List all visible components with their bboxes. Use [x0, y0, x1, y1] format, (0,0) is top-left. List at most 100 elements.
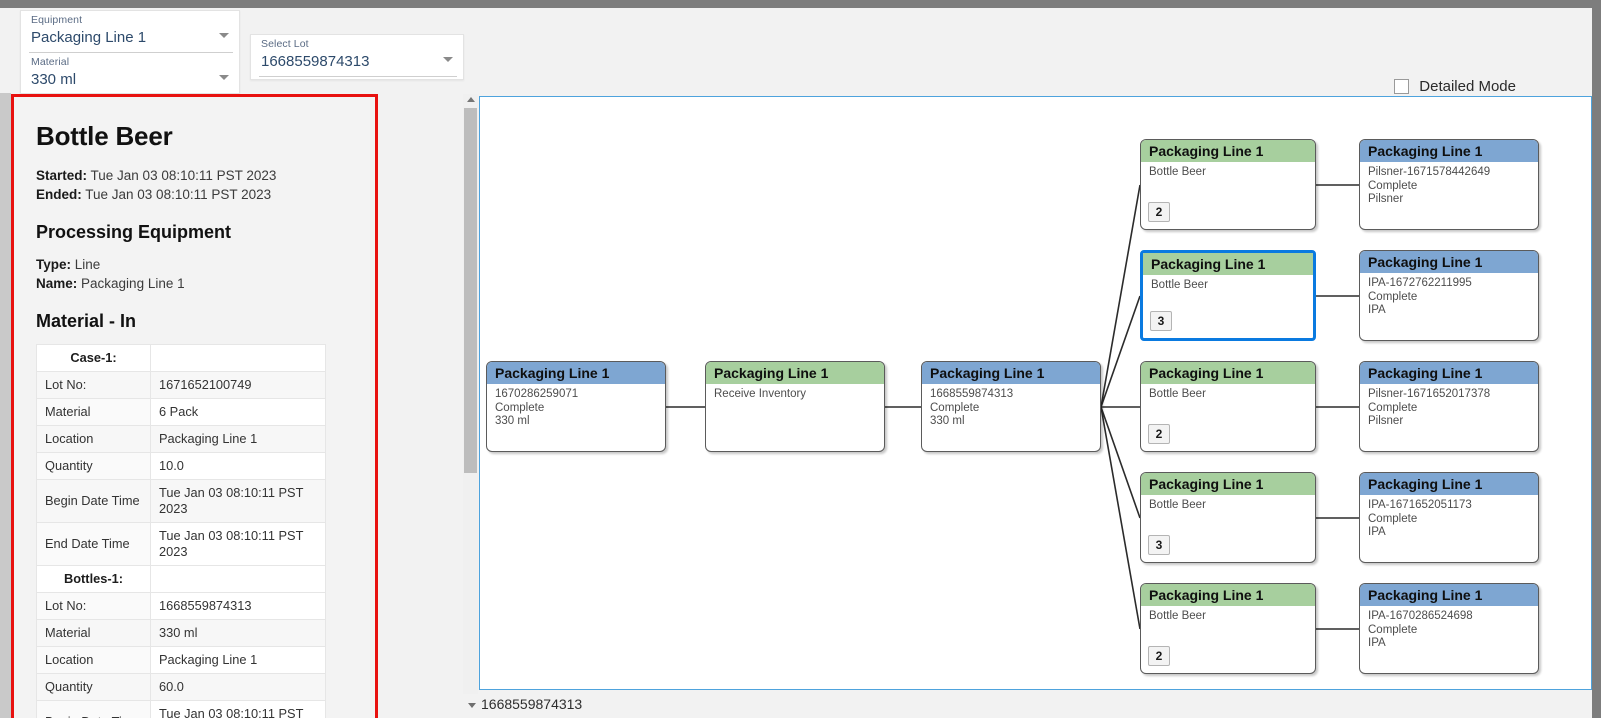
selector-toolbar: Equipment Packaging Line 1 Material 330 …: [10, 8, 1592, 95]
lot-detail-panel: Bottle Beer Started: Tue Jan 03 08:10:11…: [11, 94, 378, 718]
row-value: Tue Jan 03 08:10:11 PST 2023: [150, 700, 326, 718]
genealogy-diagram-canvas[interactable]: Packaging Line 1 1670286259071 Complete 3…: [479, 96, 1592, 690]
node-body-text: Bottle Beer: [1149, 388, 1206, 400]
node-body-text: Bottle Beer: [1151, 279, 1208, 291]
node-body-text: 1668559874313 Complete 330 ml: [930, 388, 1014, 427]
type-row: Type: Line: [36, 255, 357, 274]
lot-detail-content: Bottle Beer Started: Tue Jan 03 08:10:11…: [14, 97, 375, 718]
node-count-badge[interactable]: 3: [1148, 535, 1170, 555]
select-lot-value: 1668559874313: [261, 53, 370, 70]
status-bar: 1668559874313: [463, 694, 1592, 718]
equipment-material-card: Equipment Packaging Line 1 Material 330 …: [20, 10, 240, 95]
row-value: 1671652100749: [150, 371, 326, 399]
left-panel-scrollbar[interactable]: [0, 93, 11, 718]
table-group-row: Bottles-1:: [36, 565, 326, 593]
field-underline: [259, 76, 457, 77]
diagram-vertical-scrollbar[interactable]: [463, 94, 478, 710]
node-body-text: Pilsner-1671652017378 Complete Pilsner: [1368, 388, 1491, 427]
row-key: End Date Time: [36, 522, 151, 566]
diagram-node-n6[interactable]: Packaging Line 1 Bottle Beer 2: [1140, 361, 1316, 452]
node-count-badge[interactable]: 2: [1148, 202, 1170, 222]
equipment-label: Equipment: [31, 14, 83, 26]
node-title: Packaging Line 1: [1360, 473, 1538, 495]
row-value: 60.0: [150, 673, 326, 701]
status-text: 1668559874313: [481, 696, 583, 712]
node-body-text: Receive Inventory: [714, 388, 807, 400]
scroll-down-arrow-icon[interactable]: [468, 703, 476, 708]
select-lot-dropdown[interactable]: Select Lot 1668559874313: [251, 35, 463, 77]
type-value: Line: [74, 257, 101, 272]
node-title: Packaging Line 1: [1141, 362, 1315, 384]
node-title: Packaging Line 1: [706, 362, 884, 384]
page-title: Bottle Beer: [36, 121, 173, 151]
name-value: Packaging Line 1: [81, 276, 185, 291]
window-border-top: [0, 0, 1601, 8]
node-body-text: 1670286259071 Complete 330 ml: [495, 388, 579, 427]
node-body-text: IPA-1671652051173 Complete IPA: [1368, 499, 1472, 538]
ended-row: Ended: Tue Jan 03 08:10:11 PST 2023: [36, 185, 357, 204]
scroll-up-arrow-icon[interactable]: [467, 97, 475, 102]
diagram-edges: [666, 184, 1359, 630]
node-body-text: Bottle Beer: [1149, 499, 1206, 511]
diagram-edge: [1100, 184, 1141, 408]
node-count-badge[interactable]: 2: [1148, 646, 1170, 666]
row-key: Location: [36, 425, 151, 453]
material-in-heading: Material - In: [36, 311, 137, 331]
node-body-text: Pilsner-1671578442649 Complete Pilsner: [1368, 166, 1491, 205]
material-value: 330 ml: [31, 71, 77, 88]
detailed-mode-checkbox[interactable]: [1394, 79, 1410, 94]
equipment-value: Packaging Line 1: [31, 29, 147, 46]
chevron-down-icon: [219, 33, 229, 38]
row-key: Material: [36, 398, 151, 426]
node-title: Packaging Line 1: [1141, 140, 1315, 162]
field-underline: [29, 52, 233, 53]
diagram-edge: [1100, 295, 1141, 408]
row-key: Location: [36, 646, 151, 674]
diagram-node-n12[interactable]: Packaging Line 1 IPA-1671652051173 Comple…: [1359, 472, 1539, 563]
group-value: [150, 565, 326, 593]
ended-label: Ended:: [36, 187, 82, 202]
chevron-down-icon: [219, 75, 229, 80]
processing-equipment-heading: Processing Equipment: [36, 222, 232, 242]
node-count-badge[interactable]: 2: [1148, 424, 1170, 444]
row-key: Begin Date Time: [36, 700, 151, 718]
name-row: Name: Packaging Line 1: [36, 274, 357, 293]
row-value: 330 ml: [150, 619, 326, 647]
row-value: Packaging Line 1: [150, 646, 326, 674]
row-value: Tue Jan 03 08:10:11 PST 2023: [150, 479, 326, 523]
row-value: Tue Jan 03 08:10:11 PST 2023: [150, 522, 326, 566]
started-value: Tue Jan 03 08:10:11 PST 2023: [90, 168, 277, 183]
window-border-right: [1592, 0, 1601, 718]
window-content: Equipment Packaging Line 1 Material 330 …: [0, 8, 1592, 718]
started-label: Started:: [36, 168, 88, 183]
material-dropdown[interactable]: Material 330 ml: [21, 53, 239, 95]
diagram-node-n11[interactable]: Packaging Line 1 Pilsner-1671652017378 Co…: [1359, 361, 1539, 452]
node-body-text: Bottle Beer: [1149, 610, 1206, 622]
row-key: Quantity: [36, 452, 151, 480]
row-value: 1668559874313: [150, 592, 326, 620]
diagram-node-n2[interactable]: Packaging Line 1 Receive Inventory: [705, 361, 885, 452]
node-title: Packaging Line 1: [1360, 362, 1538, 384]
table-row: Lot No:1668559874313: [36, 592, 326, 620]
equipment-dropdown[interactable]: Equipment Packaging Line 1: [21, 11, 239, 53]
detailed-mode-toggle[interactable]: Detailed Mode: [1394, 78, 1516, 95]
node-count-badge[interactable]: 3: [1150, 311, 1172, 331]
scrollbar-thumb[interactable]: [464, 108, 477, 473]
ended-value: Tue Jan 03 08:10:11 PST 2023: [85, 187, 272, 202]
